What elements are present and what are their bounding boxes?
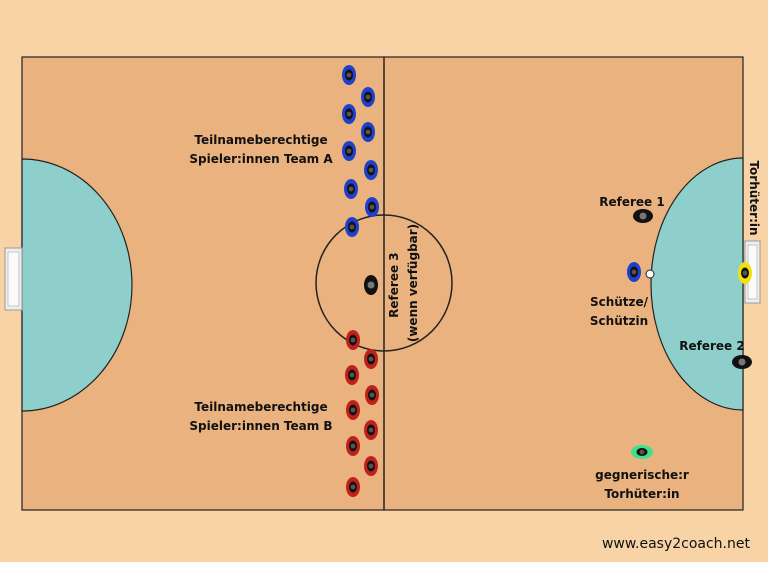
team-a-player [342,65,356,85]
team-b-player [346,330,360,350]
referee-2-label: Referee 2 [679,339,745,353]
team-b-player [365,385,379,405]
team-a-player [345,217,359,237]
goalkeeper-figure [738,262,752,284]
center-circle [315,214,453,352]
team-b-player [346,436,360,456]
court-floor [21,56,744,511]
left-goal-area [21,158,133,412]
team-a-player [342,141,356,161]
opp-goalkeeper-label: gegnerische:r Torhüter:in [595,468,689,501]
team-b-player [345,365,359,385]
team-b-player [364,420,378,440]
watermark: www.easy2coach.net [601,536,750,552]
ball-icon [645,269,655,279]
team-a-player [365,197,379,217]
referee-2-figure [732,355,752,369]
team-a-player [344,179,358,199]
team-b-player [364,456,378,476]
team-a-label: Teilnameberechtige Spieler:innen Team A [189,133,333,166]
referee-3-figure [364,275,378,295]
team-b-label: Teilnameberechtige Spieler:innen Team B [189,400,333,433]
opp-goalkeeper-figure [631,445,653,459]
team-a-player [342,104,356,124]
referee-3-label: Referee 3 (wenn verfügbar) [387,224,420,342]
team-a-player [361,122,375,142]
shooter-figure [627,262,655,282]
team-a-player [364,160,378,180]
goalkeeper-label: Torhüter:in [747,160,761,235]
team-a-player [361,87,375,107]
referee-1-label: Referee 1 [599,195,665,209]
team-b-player [346,400,360,420]
team-b-player [364,349,378,369]
shooter-label: Schütze/ Schützin [589,295,649,328]
left-goal [4,247,23,311]
team-b-player [346,477,360,497]
right-goal-area [650,157,744,411]
